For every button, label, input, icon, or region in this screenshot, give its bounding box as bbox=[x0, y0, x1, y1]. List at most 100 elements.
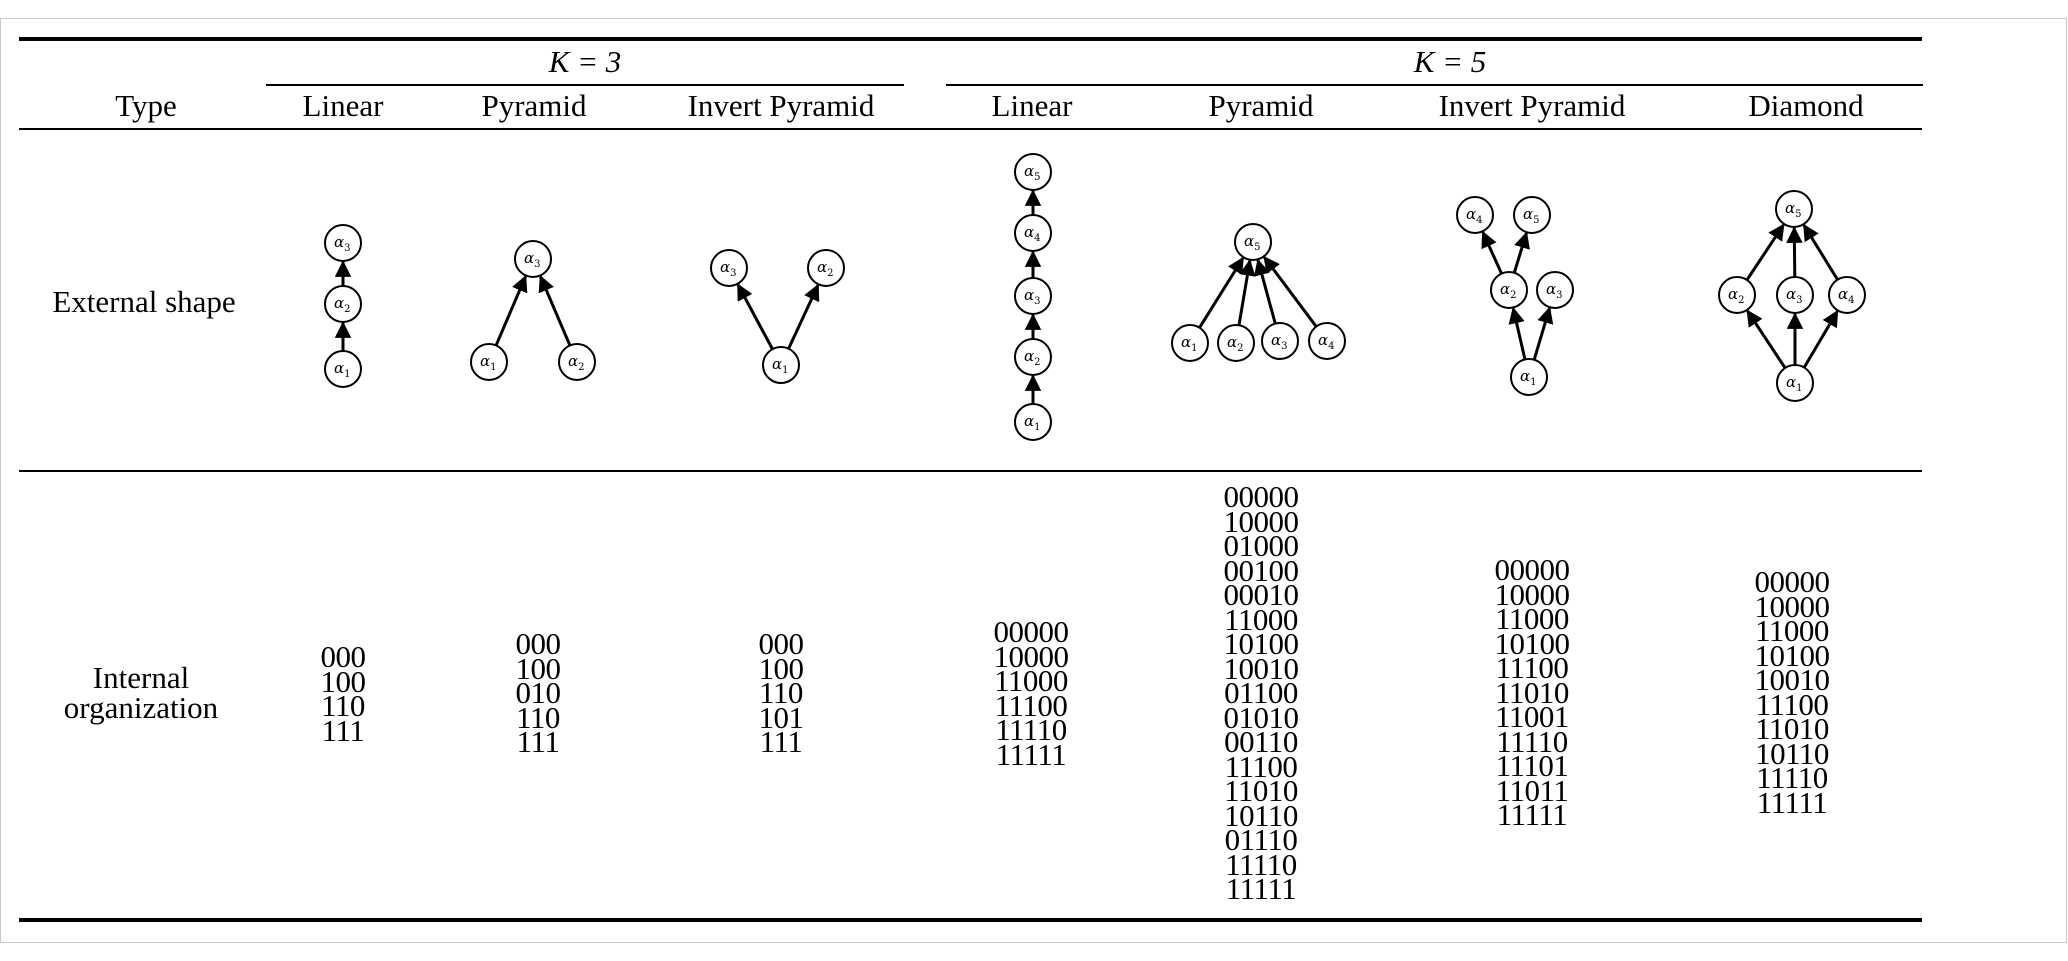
node-label: α5 bbox=[1244, 232, 1261, 253]
node-circle bbox=[1513, 196, 1551, 234]
code-row: 111 bbox=[321, 712, 365, 748]
node-label: α4 bbox=[1024, 223, 1041, 244]
edge-arrow bbox=[1802, 309, 1839, 369]
node-label: α3 bbox=[1024, 286, 1041, 307]
code-row: 11010 bbox=[1495, 674, 1569, 710]
node-label: α2 bbox=[334, 294, 351, 315]
node-alpha-1: α1 bbox=[1776, 364, 1814, 402]
node-label: α2 bbox=[1500, 280, 1517, 301]
bottom-rule bbox=[19, 918, 1922, 922]
row-label-external-shape: External shape bbox=[52, 284, 236, 319]
node-alpha-3: α3 bbox=[1014, 277, 1052, 315]
code-row: 100 bbox=[758, 650, 805, 686]
node-circle bbox=[710, 249, 748, 287]
code-row: 100 bbox=[320, 663, 367, 699]
edge-arrow bbox=[1508, 306, 1527, 360]
node-alpha-5: α5 bbox=[1234, 223, 1272, 261]
code-row: 00000 bbox=[1223, 479, 1300, 514]
node-label: α3 bbox=[1546, 280, 1563, 301]
code-row: 10000 bbox=[1494, 576, 1571, 612]
node-circle bbox=[1308, 322, 1346, 360]
k3-group-rule bbox=[266, 84, 904, 86]
code-row: 11100 bbox=[994, 687, 1068, 723]
edge-arrow bbox=[787, 283, 820, 350]
node-label: α3 bbox=[334, 233, 351, 254]
node-circle bbox=[324, 285, 362, 323]
node-label: α2 bbox=[1227, 333, 1244, 354]
node-alpha-1: α1 bbox=[1510, 358, 1548, 396]
node-circle bbox=[1014, 214, 1052, 252]
node-alpha-2: α2 bbox=[1014, 338, 1052, 376]
edge-arrow bbox=[1237, 259, 1256, 326]
node-label: α2 bbox=[1728, 285, 1745, 306]
edge-arrow bbox=[1745, 223, 1785, 281]
external-shape-text: External shape bbox=[52, 284, 236, 319]
node-alpha-3: α3 bbox=[1536, 271, 1574, 309]
node-circle bbox=[807, 249, 845, 287]
type-header: Type bbox=[115, 88, 177, 123]
code-row: 10010 bbox=[1754, 662, 1831, 697]
node-alpha-3: α3 bbox=[1776, 276, 1814, 314]
node-alpha-5: α5 bbox=[1775, 190, 1813, 228]
code-row: 01000 bbox=[1223, 528, 1300, 563]
node-label: α5 bbox=[1523, 205, 1540, 226]
code-row: 11100 bbox=[1755, 686, 1829, 722]
edge-arrow bbox=[538, 274, 572, 347]
node-label: α2 bbox=[817, 258, 834, 279]
k3-header-text: K = 3 bbox=[548, 44, 622, 79]
node-alpha-2: α2 bbox=[1490, 271, 1528, 309]
col-k5-linear: Linear bbox=[991, 88, 1073, 123]
node-label: α4 bbox=[1466, 205, 1483, 226]
code-row: 10010 bbox=[1223, 650, 1300, 686]
code-row: 11110 bbox=[1225, 846, 1297, 882]
node-alpha-1: α1 bbox=[324, 350, 362, 388]
code-row: 00000 bbox=[1754, 564, 1831, 599]
node-alpha-1: α1 bbox=[470, 343, 508, 381]
node-label: α1 bbox=[772, 355, 789, 376]
code-row: 110 bbox=[759, 675, 803, 710]
node-circle bbox=[1775, 190, 1813, 228]
code-row: 11100 bbox=[1224, 748, 1298, 784]
k3-header: K = 3 bbox=[549, 46, 622, 77]
node-circle bbox=[470, 343, 508, 381]
edge-arrow bbox=[494, 274, 528, 347]
node-alpha-2: α2 bbox=[1718, 276, 1756, 314]
node-circle bbox=[1776, 276, 1814, 314]
node-circle bbox=[324, 350, 362, 388]
code-row: 11000 bbox=[994, 663, 1068, 698]
code-row: 11110 bbox=[995, 712, 1067, 747]
code-row: 000 bbox=[758, 626, 805, 661]
code-row: 11110 bbox=[1756, 760, 1828, 795]
code-row: 010 bbox=[515, 675, 562, 710]
node-circle bbox=[1014, 153, 1052, 191]
code-row: 01110 bbox=[1224, 822, 1298, 857]
node-label: α1 bbox=[1181, 333, 1198, 354]
node-alpha-3: α3 bbox=[324, 224, 362, 262]
edge-arrow bbox=[736, 283, 774, 350]
node-label: α5 bbox=[1785, 199, 1802, 220]
edge-arrow bbox=[1253, 258, 1277, 325]
node-alpha-1: α1 bbox=[762, 346, 800, 384]
node-alpha-5: α5 bbox=[1014, 153, 1052, 191]
code-row: 10110 bbox=[1224, 797, 1298, 833]
code-row: 000 bbox=[515, 626, 562, 661]
code-row: 110 bbox=[321, 688, 365, 723]
edge-arrow bbox=[1263, 255, 1318, 328]
code-row: 11111 bbox=[1225, 871, 1297, 906]
node-label: α2 bbox=[1024, 347, 1041, 368]
node-label: α4 bbox=[1838, 285, 1855, 306]
k5-header: K = 5 bbox=[1414, 46, 1487, 77]
top-rule bbox=[19, 37, 1922, 41]
col-k5-pyramid: Pyramid bbox=[1208, 88, 1314, 123]
node-label: α1 bbox=[1786, 373, 1803, 394]
node-circle bbox=[514, 240, 552, 278]
node-circle bbox=[1776, 364, 1814, 402]
node-circle bbox=[1510, 358, 1548, 396]
col-k3-invert-pyramid: Invert Pyramid bbox=[687, 88, 875, 123]
col-k5-invert-pyramid: Invert Pyramid bbox=[1438, 88, 1626, 123]
code-row: 10100 bbox=[1494, 625, 1571, 661]
